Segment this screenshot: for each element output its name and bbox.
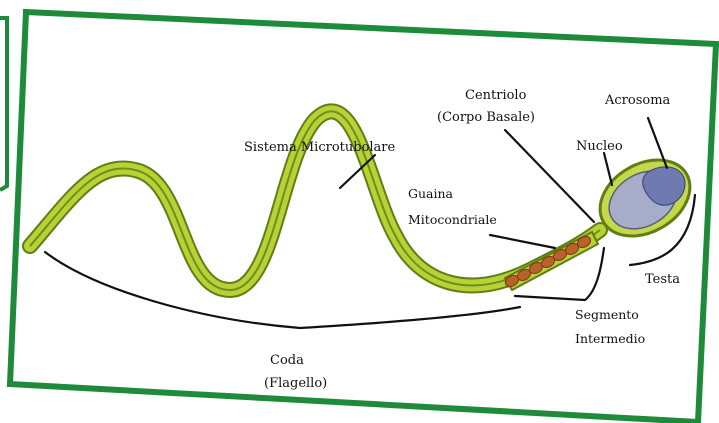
label-corpo-basale: (Corpo Basale) [437,110,535,125]
label-intermedio: Intermedio [575,331,645,346]
label-segmento: Segmento [575,307,639,322]
label-mitocondriale: Mitocondriale [408,212,497,227]
label-sistema-microtubolare: Sistema Microtubolare [244,140,396,155]
label-nucleo: Nucleo [576,139,623,154]
label-flagello: (Flagello) [264,376,327,391]
label-testa: Testa [645,272,680,287]
label-acrosoma: Acrosoma [604,93,671,108]
label-centriolo: Centriolo [465,88,527,103]
left-frame-edge [0,18,7,190]
label-guaina: Guaina [408,186,454,201]
label-coda: Coda [270,353,304,368]
